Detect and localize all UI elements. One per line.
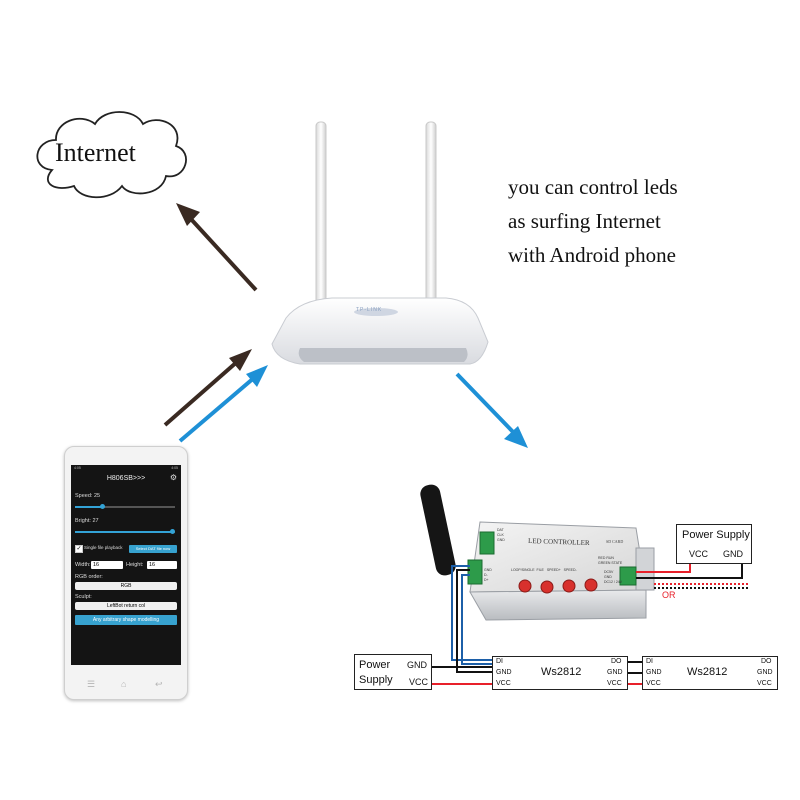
bright-label: Bright: 27 <box>75 518 99 524</box>
height-field[interactable]: 16 <box>147 561 177 569</box>
phone-nav-bar: ☰ ⌂ ↩ <box>65 671 187 699</box>
speed-value: 25 <box>93 493 101 499</box>
speed-label: Speed: 25 <box>75 493 101 499</box>
status-left: 4:05 <box>74 466 81 470</box>
back-icon[interactable]: ↩ <box>155 679 163 689</box>
psu-bottom-line1: Power <box>359 659 391 671</box>
arrow-router-to-controller <box>455 372 528 448</box>
controller-button-labels: LOOP/SINGLE FILE SPEED+ SPEED- <box>511 568 577 572</box>
home-icon[interactable]: ⌂ <box>121 679 127 689</box>
strip1-di: DI <box>496 658 503 665</box>
psu-bottom-vcc: VCC <box>409 677 429 687</box>
led-strip-1: DI GND VCC Ws2812 DO GND VCC <box>492 656 628 690</box>
power-supply-bottom: Power Supply GND VCC <box>354 654 432 690</box>
status-right: 4:05 <box>171 466 178 470</box>
strip1-vcc-in: VCC <box>496 680 511 687</box>
strip2-gnd-in: GND <box>646 669 662 676</box>
speed-slider-fill <box>75 506 102 508</box>
internet-label: Internet <box>55 138 136 167</box>
psu-top-gnd: GND <box>723 549 743 559</box>
speed-slider[interactable] <box>75 504 175 509</box>
wifi-router <box>271 121 489 365</box>
sculpt-select[interactable]: LeftBot return col <box>75 602 177 610</box>
arrow-phone-to-router-blue <box>178 365 268 443</box>
status-bar: 4:05 4:05 <box>71 465 181 471</box>
psu-top-title: Power Supply <box>682 529 750 541</box>
caption: you can control leds as surfing Internet… <box>508 170 768 272</box>
or-label: OR <box>662 590 676 600</box>
led-strip-2: DI GND VCC Ws2812 DO GND VCC <box>642 656 778 690</box>
strip2-di: DI <box>646 658 653 665</box>
bright-slider-thumb[interactable] <box>169 529 175 534</box>
menu-icon[interactable]: ☰ <box>87 679 96 689</box>
app-title: H806SB>>> <box>106 475 146 482</box>
strip1-gnd-in: GND <box>496 669 512 676</box>
strip2-name: Ws2812 <box>687 666 728 678</box>
strip1-do: DO <box>611 658 622 665</box>
internet-cloud <box>36 111 187 199</box>
android-phone: 4:05 4:05 H806SB>>> ⚙ Speed: 25 Bright: … <box>64 446 188 700</box>
strip2-vcc-out: VCC <box>757 680 772 687</box>
strip2-do: DO <box>761 658 772 665</box>
any-shape-button[interactable]: Any arbitrary shape modelling <box>75 615 177 625</box>
width-label: Width: <box>75 562 91 568</box>
gear-icon[interactable]: ⚙ <box>169 473 177 482</box>
router-brand: TP-LINK <box>356 307 383 313</box>
single-file-label: Single file playback <box>84 545 123 550</box>
bright-slider[interactable] <box>75 529 175 534</box>
arrow-router-to-internet <box>176 203 258 292</box>
strip2-gnd-out: GND <box>757 669 773 676</box>
single-file-checkbox[interactable]: ✓ <box>75 545 83 553</box>
rgb-order-label: RGB order: <box>75 574 103 580</box>
rgb-order-select[interactable]: RGB <box>75 582 177 590</box>
psu-bottom-line2: Supply <box>359 674 393 686</box>
caption-line-2: as surfing Internet <box>508 209 661 233</box>
strip1-name: Ws2812 <box>541 666 582 678</box>
width-field[interactable]: 16 <box>91 561 123 569</box>
led-controller <box>420 484 655 621</box>
height-label: Height: <box>126 562 144 568</box>
select-dat-button[interactable]: Select DAT file now <box>129 545 177 553</box>
caption-line-1: you can control leds <box>508 175 678 199</box>
power-supply-top: Power Supply VCC GND <box>676 524 752 564</box>
strip1-vcc-out: VCC <box>607 680 622 687</box>
sculpt-label: Sculpt: <box>75 594 92 600</box>
strip1-gnd-out: GND <box>607 669 623 676</box>
strip2-vcc-in: VCC <box>646 680 661 687</box>
bright-value: 27 <box>92 518 99 524</box>
phone-screen: 4:05 4:05 H806SB>>> ⚙ Speed: 25 Bright: … <box>71 465 181 665</box>
speed-slider-thumb[interactable] <box>99 504 105 509</box>
caption-line-3: with Android phone <box>508 243 676 267</box>
psu-top-vcc: VCC <box>689 549 709 559</box>
psu-bottom-gnd: GND <box>407 660 427 670</box>
bright-slider-fill <box>75 531 172 533</box>
arrow-phone-to-router-dark <box>163 349 252 427</box>
controller-sd-label: SD CARD <box>606 539 624 544</box>
